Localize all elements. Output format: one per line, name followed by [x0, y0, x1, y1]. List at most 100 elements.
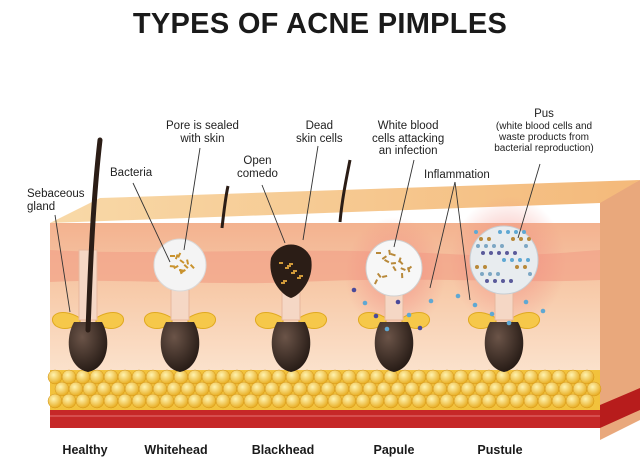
fat-cell: [495, 369, 511, 385]
fat-cell: [579, 369, 595, 385]
fat-cell: [551, 369, 567, 385]
fat-cell: [341, 369, 357, 385]
fat-cell: [446, 381, 462, 397]
bacteria-rod: [173, 265, 179, 270]
white-blood-cell: [489, 311, 495, 317]
fat-cell: [110, 381, 126, 397]
fat-cell: [390, 381, 406, 397]
bacteria-rod: [177, 252, 182, 258]
fat-cell: [586, 381, 602, 397]
fat-cell: [152, 381, 168, 397]
pus-cell: [476, 244, 480, 248]
skin-surface: [50, 180, 640, 223]
pus-cell: [513, 251, 517, 255]
bacteria-rod: [287, 265, 291, 267]
fat-cell: [117, 369, 133, 385]
fat-cell: [292, 381, 308, 397]
fat-cell: [572, 381, 588, 397]
fat-cell: [138, 381, 154, 397]
bacteria-rod: [297, 277, 301, 279]
fat-cell: [376, 381, 392, 397]
bacteria-rod: [183, 264, 189, 269]
follicle-blackhead: [254, 244, 328, 372]
bacteria-rod: [281, 282, 285, 284]
fat-cell: [145, 393, 161, 409]
fat-cell: [530, 381, 546, 397]
bacteria-rod: [381, 255, 387, 260]
bacteria-rod: [285, 267, 289, 269]
fat-cell: [551, 393, 567, 409]
fat-cell: [124, 381, 140, 397]
pus-cell: [479, 237, 483, 241]
bacteria-rod: [283, 280, 287, 282]
fat-cell: [537, 369, 553, 385]
fat-cell: [355, 393, 371, 409]
fat-cell: [432, 381, 448, 397]
fat-cell: [453, 369, 469, 385]
white-blood-cell: [373, 313, 379, 319]
hair-bulb: [484, 322, 524, 372]
white-blood-cell: [472, 302, 478, 308]
fat-cell: [61, 369, 77, 385]
fat-cell: [453, 393, 469, 409]
stage-label-healthy: Healthy: [62, 443, 108, 457]
fat-cell: [544, 381, 560, 397]
stage-label-blackhead: Blackhead: [251, 443, 315, 457]
white-blood-cell: [362, 300, 368, 306]
bacteria-rod: [170, 255, 175, 257]
fat-cell: [229, 393, 245, 409]
fat-cell: [334, 381, 350, 397]
fat-cell: [201, 393, 217, 409]
hair-strand: [338, 159, 352, 223]
fat-cell: [222, 381, 238, 397]
fat-cell: [264, 381, 280, 397]
fat-cell: [348, 381, 364, 397]
fat-cell: [425, 393, 441, 409]
skin-block-side: [600, 180, 640, 440]
fat-cells: [47, 369, 602, 409]
pus-cell: [498, 230, 502, 234]
muscle-side: [600, 388, 640, 428]
fat-cell: [341, 393, 357, 409]
fat-cell: [89, 393, 105, 409]
pus-cell: [510, 258, 514, 262]
bacteria-rod: [289, 263, 293, 265]
pus-cell: [524, 244, 528, 248]
healthy-hair: [85, 137, 103, 333]
white-blood-cell: [417, 325, 423, 331]
fat-cell: [47, 393, 63, 409]
bacteria-rod: [388, 249, 391, 255]
fat-cell: [411, 393, 427, 409]
fat-cell: [439, 369, 455, 385]
fat-cell: [89, 369, 105, 385]
fat-cell: [306, 381, 322, 397]
fat-cell: [383, 369, 399, 385]
pus-cell: [527, 237, 531, 241]
bacteria-rod: [376, 252, 381, 254]
fat-cell: [327, 369, 343, 385]
fat-cell: [537, 393, 553, 409]
fat-cell: [173, 393, 189, 409]
blackhead-plug: [270, 244, 312, 298]
fat-cell: [369, 369, 385, 385]
pus-cell: [492, 244, 496, 248]
fat-cell: [271, 369, 287, 385]
fat-cell: [313, 369, 329, 385]
fat-cell: [215, 369, 231, 385]
bacteria-rod: [178, 268, 185, 272]
fat-cell: [502, 381, 518, 397]
pus-cell: [526, 258, 530, 262]
bacteria-rod: [174, 254, 179, 260]
bacteria-rod: [390, 253, 396, 257]
fat-cell: [236, 381, 252, 397]
pointer-lines: [54, 145, 541, 313]
fat-cell: [565, 369, 581, 385]
fat-cell: [579, 393, 595, 409]
bacteria-rod: [169, 265, 175, 268]
fat-cell: [299, 393, 315, 409]
bacteria-rod: [189, 263, 195, 270]
pus-cell: [506, 230, 510, 234]
page-title: TYPES OF ACNE PIMPLES: [132, 8, 508, 40]
